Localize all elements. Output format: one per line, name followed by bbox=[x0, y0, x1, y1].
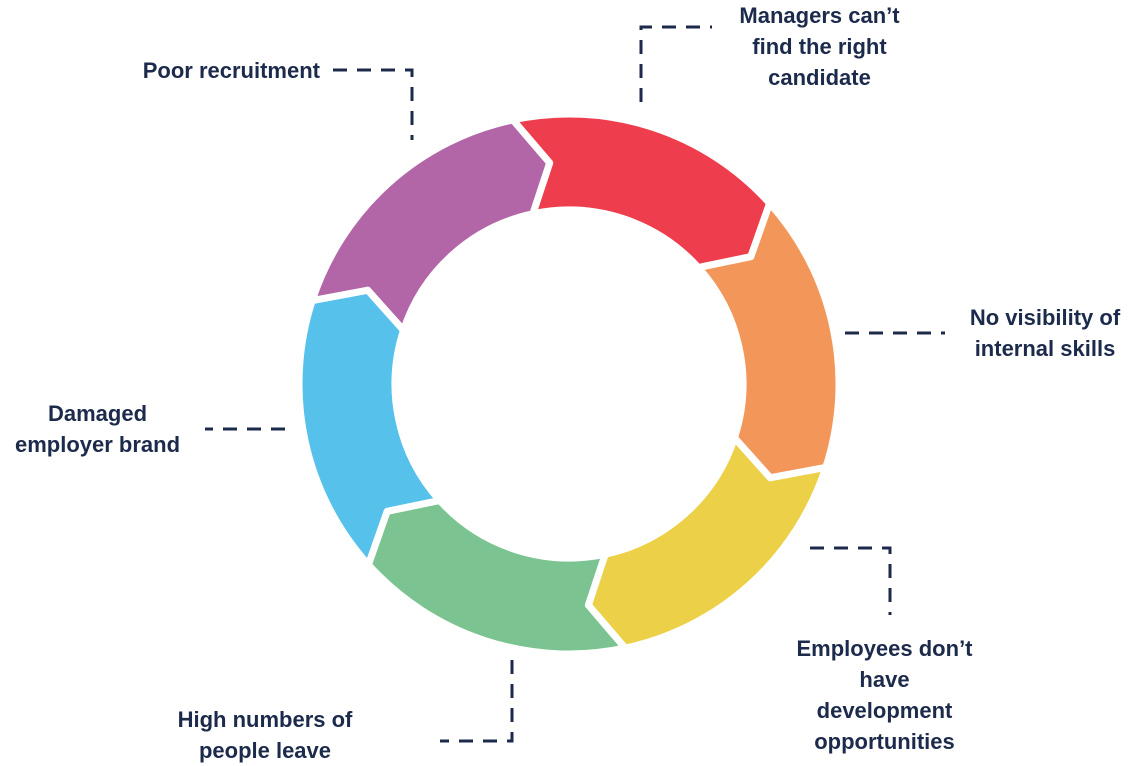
label-line: opportunities bbox=[814, 729, 955, 754]
connector-employees bbox=[810, 546, 892, 615]
label-line: Managers can’t bbox=[739, 3, 900, 28]
label-line: find the right bbox=[752, 34, 887, 59]
label-line: development bbox=[816, 698, 953, 723]
connector-leave bbox=[440, 660, 514, 743]
label-line: people leave bbox=[198, 738, 332, 763]
label-line: Employees don’t bbox=[796, 636, 973, 661]
segment-managers bbox=[509, 110, 774, 272]
label-line: have bbox=[859, 667, 910, 692]
label-employees: Employees don’t have development opportu… bbox=[772, 633, 997, 757]
label-line: Poor recruitment bbox=[142, 58, 320, 83]
label-recruitment: Poor recruitment bbox=[80, 55, 320, 86]
label-line: No visibility of bbox=[969, 305, 1121, 330]
label-line: candidate bbox=[768, 65, 871, 90]
label-brand: Damaged employer brand bbox=[0, 398, 195, 460]
connector-recruitment bbox=[333, 68, 414, 140]
label-line: Damaged bbox=[47, 401, 148, 426]
label-managers: Managers can’t find the right candidate bbox=[712, 0, 927, 93]
label-line: employer brand bbox=[14, 432, 181, 457]
label-line: High numbers of bbox=[177, 707, 353, 732]
label-leave: High numbers of people leave bbox=[150, 704, 380, 766]
label-line: internal skills bbox=[974, 336, 1116, 361]
segment-leave bbox=[364, 496, 629, 658]
label-visibility: No visibility of internal skills bbox=[950, 302, 1132, 364]
connector-managers bbox=[639, 25, 712, 102]
segment-recruitment bbox=[308, 116, 554, 334]
